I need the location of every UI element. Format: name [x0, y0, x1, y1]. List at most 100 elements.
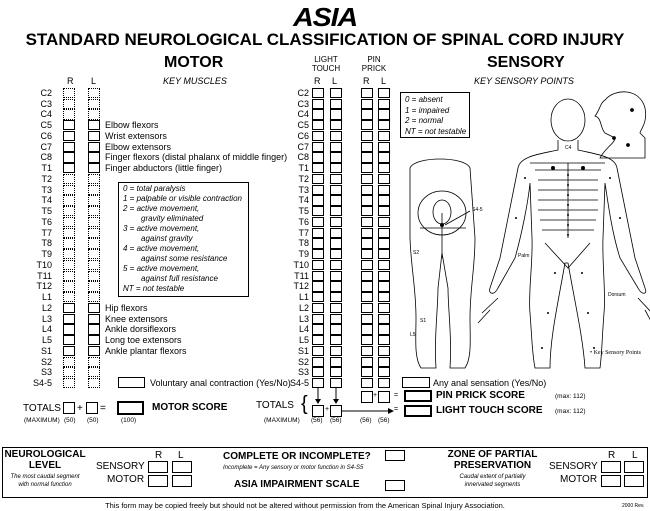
motor-l-input[interactable] — [88, 206, 100, 217]
motor-r-input[interactable] — [63, 281, 75, 292]
motor-r-input[interactable] — [63, 356, 75, 367]
motor-r-input[interactable] — [63, 163, 75, 174]
light-touch-r-input[interactable] — [312, 195, 324, 206]
motor-l-input[interactable] — [88, 249, 100, 260]
light-touch-l-input[interactable] — [330, 184, 342, 195]
light-touch-l-input[interactable] — [330, 324, 342, 335]
pin-prick-r-input[interactable] — [361, 173, 373, 185]
light-touch-l-input[interactable] — [330, 130, 342, 142]
pin-prick-r-input[interactable] — [361, 302, 373, 314]
motor-l-input[interactable] — [88, 98, 100, 109]
pin-prick-l-input[interactable] — [378, 281, 390, 292]
light-touch-r-input[interactable] — [312, 109, 324, 120]
motor-l-input[interactable] — [88, 345, 100, 356]
motor-r-input[interactable] — [63, 98, 75, 109]
light-touch-l-input[interactable] — [330, 195, 342, 206]
nl-motor-l-input[interactable] — [172, 475, 192, 487]
pin-prick-r-input[interactable] — [361, 292, 373, 303]
motor-r-input[interactable] — [63, 206, 75, 217]
light-touch-r-input[interactable] — [312, 173, 324, 185]
light-touch-r-input[interactable] — [312, 88, 324, 99]
light-touch-r-input[interactable] — [312, 270, 324, 281]
light-touch-r-input[interactable] — [312, 184, 324, 195]
light-touch-r-input[interactable] — [312, 313, 324, 324]
motor-total-l-input[interactable] — [86, 402, 98, 414]
motor-r-input[interactable] — [63, 227, 75, 238]
pin-prick-l-input[interactable] — [378, 206, 390, 217]
pin-prick-r-input[interactable] — [361, 184, 373, 195]
pin-prick-l-input[interactable] — [378, 152, 390, 163]
light-touch-r-input[interactable] — [312, 141, 324, 152]
pp-total-l-input[interactable] — [378, 391, 390, 403]
motor-l-input[interactable] — [88, 141, 100, 152]
motor-r-input[interactable] — [63, 195, 75, 206]
motor-l-input[interactable] — [88, 88, 100, 99]
light-touch-l-input[interactable] — [330, 120, 342, 131]
pp-total-r-input[interactable] — [361, 391, 373, 403]
motor-r-input[interactable] — [63, 120, 75, 131]
light-touch-l-input[interactable] — [330, 98, 342, 109]
pin-prick-l-input[interactable] — [378, 249, 390, 260]
light-touch-l-input[interactable] — [330, 356, 342, 367]
pin-prick-r-input[interactable] — [361, 270, 373, 281]
pin-prick-l-input[interactable] — [378, 270, 390, 281]
motor-l-input[interactable] — [88, 195, 100, 206]
pin-prick-l-input[interactable] — [378, 259, 390, 271]
motor-r-input[interactable] — [63, 367, 75, 378]
motor-r-input[interactable] — [63, 152, 75, 163]
light-touch-r-input[interactable] — [312, 227, 324, 238]
light-touch-l-input[interactable] — [330, 163, 342, 174]
pin-prick-l-input[interactable] — [378, 238, 390, 249]
pin-prick-l-input[interactable] — [378, 98, 390, 109]
motor-l-input[interactable] — [88, 335, 100, 346]
motor-r-input[interactable] — [63, 109, 75, 120]
motor-r-input[interactable] — [63, 302, 75, 314]
light-touch-l-input[interactable] — [330, 173, 342, 185]
light-touch-l-input[interactable] — [330, 206, 342, 217]
pin-prick-r-input[interactable] — [361, 227, 373, 238]
motor-l-input[interactable] — [88, 259, 100, 271]
complete-incomplete-input[interactable] — [385, 450, 405, 461]
motor-r-input[interactable] — [63, 292, 75, 303]
motor-l-input[interactable] — [88, 227, 100, 238]
nl-sensory-r-input[interactable] — [148, 461, 168, 473]
light-touch-r-input[interactable] — [312, 292, 324, 303]
motor-l-input[interactable] — [88, 238, 100, 249]
motor-r-input[interactable] — [63, 324, 75, 335]
zpp-sensory-r-input[interactable] — [601, 461, 621, 473]
motor-total-r-input[interactable] — [63, 402, 75, 414]
motor-l-input[interactable] — [88, 367, 100, 378]
light-touch-r-input[interactable] — [312, 120, 324, 131]
motor-l-input[interactable] — [88, 292, 100, 303]
zpp-motor-l-input[interactable] — [624, 475, 644, 487]
motor-l-input[interactable] — [88, 152, 100, 163]
pin-prick-l-input[interactable] — [378, 345, 390, 356]
light-touch-l-input[interactable] — [330, 88, 342, 99]
motor-l-input[interactable] — [88, 377, 100, 389]
motor-r-input[interactable] — [63, 313, 75, 324]
asia-impairment-scale-input[interactable] — [385, 480, 405, 491]
nl-sensory-l-input[interactable] — [172, 461, 192, 473]
pin-prick-l-input[interactable] — [378, 302, 390, 314]
motor-r-input[interactable] — [63, 130, 75, 142]
pin-prick-l-input[interactable] — [378, 377, 390, 389]
light-touch-l-input[interactable] — [330, 345, 342, 356]
pin-prick-l-input[interactable] — [378, 120, 390, 131]
light-touch-r-input[interactable] — [312, 356, 324, 367]
light-touch-score-input[interactable] — [404, 405, 432, 417]
light-touch-l-input[interactable] — [330, 302, 342, 314]
pin-prick-r-input[interactable] — [361, 206, 373, 217]
light-touch-l-input[interactable] — [330, 292, 342, 303]
pin-prick-l-input[interactable] — [378, 130, 390, 142]
light-touch-r-input[interactable] — [312, 130, 324, 142]
light-touch-l-input[interactable] — [330, 281, 342, 292]
motor-score-input[interactable] — [117, 401, 144, 415]
pin-prick-l-input[interactable] — [378, 184, 390, 195]
light-touch-l-input[interactable] — [330, 377, 342, 389]
motor-l-input[interactable] — [88, 130, 100, 142]
light-touch-r-input[interactable] — [312, 335, 324, 346]
pin-prick-score-input[interactable] — [404, 390, 432, 402]
light-touch-r-input[interactable] — [312, 216, 324, 228]
pin-prick-l-input[interactable] — [378, 216, 390, 228]
pin-prick-l-input[interactable] — [378, 109, 390, 120]
